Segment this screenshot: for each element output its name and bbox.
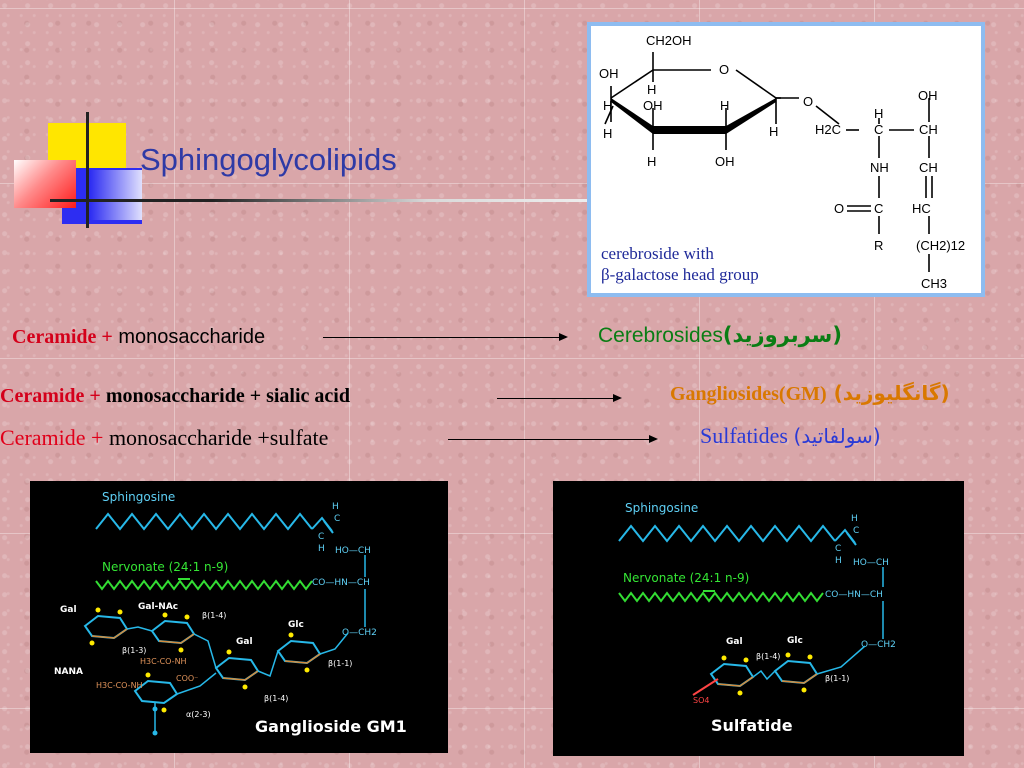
atom-glyco-o: O [803,94,813,109]
sulf-b11: β(1-1) [825,674,849,683]
atom-h2c: H2C [815,122,841,137]
gm1-b11: β(1-1) [328,659,352,668]
row1-ceramide: Ceramide + [12,326,113,348]
atom-ring-o: O [719,62,729,77]
slide-title: Sphingoglycolipids [140,142,397,177]
gm1-c-low: C [318,532,324,542]
sulf-co-hn-ch: CO—HN—CH [825,590,883,600]
atom-ch2: CH [919,160,938,175]
gm1-h3c-co-nh-1: H3C-CO-NH [140,657,187,666]
atom-ch3: CH3 [921,276,947,291]
ganglioside-gm1-figure: Sphingosine H C C H HO—CH Nervonate (24:… [30,481,448,753]
cerebroside-structure-diagram: CH2OH OH O H OH H H H H OH O H OH H H2C … [599,33,965,291]
sulf-nervonate-label: Nervonate (24:1 n-9) [623,571,749,585]
gm1-c-top: C [334,514,340,524]
gm1-co-hn-ch: CO—HN—CH [312,578,370,588]
sulfatide-figure: Sphingosine H C C H HO—CH Nervonate (24:… [553,481,964,756]
sulf-h-top: H [851,514,858,524]
row1-arrow [323,333,568,341]
atom-nh: NH [870,160,889,175]
atom-h3: H [603,98,612,113]
gm1-nana-label: NANA [54,667,83,677]
atom-r: R [874,238,883,253]
atom-oh2: OH [643,98,663,113]
row1-cerebrosides: Cerebrosides [598,324,723,347]
atom-oh-top-left: OH [599,66,619,81]
structure-caption-line1: cerebroside with [601,244,714,263]
row2-gangliosides: Gangliosides(GM) [670,383,827,405]
atom-h-ring: H [769,124,778,139]
gm1-caption: Ganglioside GM1 [255,717,407,736]
sulf-o-ch2: O—CH2 [861,640,896,650]
gm1-nervonate-label: Nervonate (24:1 n-9) [102,560,228,574]
row2-arrow [497,394,622,402]
gm1-h-low: H [318,544,325,554]
row1-result: Cerebrosides(سربروزيد) [598,323,842,348]
sulf-sphingosine-label: Sphingosine [625,501,698,515]
row3-arrow [448,435,658,443]
gm1-h-top: H [332,502,339,512]
atom-ch1: CH [919,122,938,137]
atom-hc: HC [912,201,931,216]
gm1-b14b: β(1-4) [264,694,288,703]
atom-h4: H [603,126,612,141]
row3-ceramide: Ceramide + [0,425,104,450]
row3-sulfatides: Sulfatides [700,423,794,448]
row3-persian: (سولفاتيد) [793,424,881,448]
sulf-c-low: C [835,544,841,554]
row1-persian: (سربروزيد) [722,323,842,347]
ganglioside-gm1-diagram: Sphingosine H C C H HO—CH Nervonate (24:… [54,490,407,736]
atom-h1: H [647,82,656,97]
title-underline [50,199,590,202]
gm1-b13: β(1-3) [122,646,146,655]
row1-monosaccharide: monosaccharide [112,326,266,348]
sulf-h-low: H [835,556,842,566]
atom-ch2-12: (CH2)12 [916,238,965,253]
atom-c-mid: C [874,122,883,137]
atom-oh-chain: OH [918,88,938,103]
row2-ceramide: Ceramide + [0,385,101,407]
atom-ch2oh: CH2OH [646,33,692,48]
gm1-a23: α(2-3) [186,710,211,719]
gm1-galnac-label: Gal-NAc [138,602,178,612]
sulf-caption: Sulfatide [711,716,793,735]
sulf-b14: β(1-4) [756,652,780,661]
row2-persian: (گانگليوزيد) [826,381,950,405]
deco-vertical-line [86,112,89,228]
sulfatide-diagram: Sphingosine H C C H HO—CH Nervonate (24:… [618,501,896,735]
row3-result: Sulfatides (سولفاتيد) [700,423,881,449]
atom-c-carbonyl: C [874,201,883,216]
row-cerebrosides: Ceramide + monosaccharide [12,326,265,349]
sulf-c-top: C [853,526,859,536]
atom-h2: H [720,98,729,113]
atom-h5: H [647,154,656,169]
row3-monosaccharide-sulfate: monosaccharide +sulfate [103,425,329,450]
gm1-h3c-co-nh-2: H3C-CO-NH [96,681,143,690]
gm1-gal2-label: Gal [236,637,253,647]
row-sulfatides: Ceramide + monosaccharide +sulfate [0,425,328,451]
sulf-so4: SO4 [693,696,709,705]
atom-h-c2: H [874,106,883,121]
cerebroside-structure-panel: CH2OH OH O H OH H H H H OH O H OH H H2C … [587,22,985,297]
gm1-b14a: β(1-4) [202,611,226,620]
sulf-glc-label: Glc [787,636,803,646]
gm1-sphingosine-label: Sphingosine [102,490,175,504]
gm1-gal1-label: Gal [60,605,77,615]
structure-caption-line2: β-galactose head group [601,265,759,284]
atom-o-carbonyl: O [834,201,844,216]
sulf-ho-ch: HO—CH [853,558,889,568]
deco-white-square [90,170,142,220]
sulf-gal-label: Gal [726,637,743,647]
gm1-o-ch2: O—CH2 [342,628,377,638]
row2-result: Gangliosides(GM) (گانگليوزيد) [670,381,950,406]
gm1-coo: COO⁻ [176,674,198,683]
atom-oh-bottom: OH [715,154,735,169]
row-gangliosides: Ceramide + monosaccharide + sialic acid [0,385,350,408]
row2-monosaccharide-sialic: monosaccharide + sialic acid [100,385,350,407]
gm1-ho-ch: HO—CH [335,546,371,556]
gm1-glc-label: Glc [288,620,304,630]
